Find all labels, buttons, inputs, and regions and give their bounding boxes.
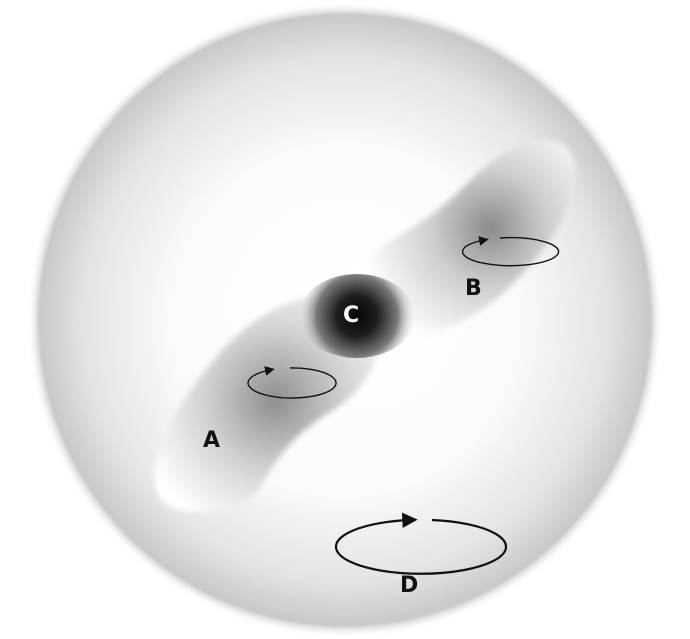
label-d: D bbox=[400, 573, 418, 598]
label-c: C bbox=[343, 303, 359, 328]
orbit-b-arrow bbox=[461, 236, 560, 267]
label-a: A bbox=[203, 428, 220, 453]
galactic-core bbox=[299, 274, 415, 358]
orbit-a-arrow bbox=[247, 366, 337, 399]
orbit-d-arrow bbox=[334, 512, 508, 575]
label-b: B bbox=[465, 276, 482, 301]
